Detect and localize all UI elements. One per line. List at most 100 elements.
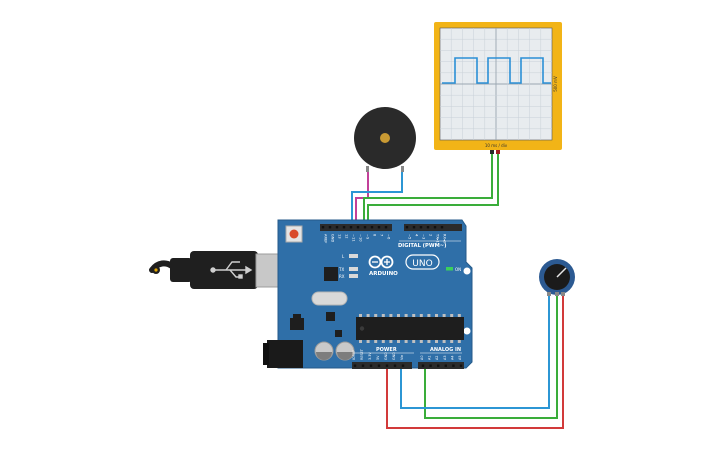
power-jack — [267, 340, 303, 368]
pin-label: 3.3V — [368, 352, 372, 360]
pin-hole[interactable] — [444, 364, 447, 367]
pin-label: 2 — [429, 234, 433, 236]
oscilloscope-waveform — [442, 57, 551, 84]
pin-label: A3 — [443, 356, 447, 360]
pin-hole-11[interactable] — [349, 226, 353, 229]
pin-label: TX▸1 — [436, 233, 440, 243]
pot-pin — [561, 292, 565, 296]
digital-label: DIGITAL (PWM~) — [398, 243, 446, 249]
wire-scope-green-1[interactable] — [363, 152, 493, 226]
pin-hole-4[interactable] — [412, 226, 416, 229]
atmega-chip — [356, 317, 464, 340]
pin-hole[interactable] — [369, 364, 373, 367]
oscilloscope-bottom-label: 10 ms / div — [485, 143, 508, 148]
pin-hole[interactable] — [437, 364, 440, 367]
pin-label: ~9 — [366, 234, 370, 240]
pin-label: AREF — [324, 234, 328, 243]
pin-hole-8[interactable] — [370, 226, 374, 229]
pin-hole[interactable] — [421, 364, 425, 367]
pin-hole-12[interactable] — [342, 226, 346, 229]
brand-label: ARDUINO — [369, 271, 398, 277]
pin-hole-GND[interactable] — [328, 226, 332, 229]
pin-hole-3[interactable] — [419, 226, 423, 229]
pin-label: 12 — [345, 234, 349, 239]
pin-label: A4 — [450, 356, 454, 360]
small-ic — [326, 312, 335, 321]
pin-hole[interactable] — [353, 364, 357, 367]
pin-hole-6[interactable] — [384, 226, 388, 229]
analog-header — [418, 362, 464, 369]
pin-hole[interactable] — [393, 364, 397, 367]
power-label: POWER — [376, 347, 397, 353]
wire-pot-green[interactable] — [424, 292, 558, 419]
pin-hole-10[interactable] — [356, 226, 360, 229]
mounting-hole — [463, 267, 471, 275]
pin-label: 7 — [380, 234, 384, 236]
pin-label: RESET — [360, 348, 364, 360]
piezo-buzzer[interactable] — [354, 107, 416, 172]
pin-hole-7[interactable] — [377, 226, 381, 229]
bottom-pin-holes[interactable] — [353, 364, 463, 367]
led-on — [446, 267, 453, 271]
on-label: ON — [455, 267, 461, 272]
pin-label: A0 — [420, 356, 424, 360]
wire-buzzer-blue[interactable] — [351, 168, 403, 226]
pin-hole[interactable] — [429, 364, 432, 367]
pin-hole[interactable] — [401, 364, 405, 367]
digital-header-left — [320, 224, 392, 231]
potentiometer[interactable] — [539, 259, 575, 296]
pin-hole[interactable] — [385, 364, 389, 367]
buzzer-pin — [366, 166, 369, 172]
pot-knob-indicator — [556, 267, 567, 278]
pin-label: ~3 — [422, 234, 426, 239]
pot-pin — [547, 292, 551, 296]
wire-pot-blue[interactable] — [400, 292, 550, 409]
pin-hole-TX1[interactable] — [433, 226, 437, 229]
pin-hole-5[interactable] — [405, 226, 409, 229]
led-tx — [349, 267, 358, 271]
pin-label: ~5 — [408, 234, 412, 239]
pin-label: ~6 — [387, 234, 391, 240]
oscilloscope-side-label: 500 mV — [553, 76, 558, 92]
scope-probe-pin[interactable] — [496, 150, 500, 154]
pin-hole-RX0[interactable] — [440, 226, 444, 229]
scope-probe-pin[interactable] — [490, 150, 494, 154]
led-tx-label: TX — [338, 267, 344, 272]
buzzer-center — [380, 133, 390, 143]
mounting-hole — [463, 327, 471, 335]
pin-hole[interactable] — [377, 364, 381, 367]
digital-header-right — [404, 224, 462, 231]
pin-label: IOREF — [352, 350, 356, 360]
wire-scope-green-2[interactable] — [367, 152, 499, 226]
pin-hole-AREF[interactable] — [321, 226, 325, 229]
pin-hole[interactable] — [452, 364, 455, 367]
pin-label: 5V — [376, 355, 380, 360]
crystal-oscillator — [311, 291, 348, 306]
pin-hole-9[interactable] — [363, 226, 367, 229]
model-label: UNO — [412, 259, 432, 269]
usb-cable[interactable] — [149, 251, 281, 289]
arduino-logo — [368, 255, 394, 269]
pin-label: RX◂0 — [443, 234, 447, 244]
wires — [351, 152, 564, 429]
pin-hole-2[interactable] — [426, 226, 430, 229]
pin-hole[interactable] — [361, 364, 365, 367]
analog-label: ANALOG IN — [430, 347, 461, 353]
pin-hole[interactable] — [459, 364, 463, 367]
pin-hole-13[interactable] — [335, 226, 339, 229]
wire-pot-red[interactable] — [386, 292, 564, 429]
usb-controller-chip — [324, 267, 338, 281]
usb-connector — [255, 253, 281, 288]
buzzer-pin — [401, 166, 404, 172]
oscilloscope[interactable]: 500 mV 10 ms / div — [434, 22, 562, 154]
small-ic — [335, 330, 342, 337]
usb-strain-relief — [170, 258, 192, 282]
wire-buzzer-magenta[interactable] — [355, 168, 369, 226]
digital-pin-holes[interactable] — [321, 226, 444, 229]
uno-badge — [405, 254, 440, 270]
reset-button[interactable] — [289, 229, 299, 239]
power-header — [352, 362, 412, 369]
